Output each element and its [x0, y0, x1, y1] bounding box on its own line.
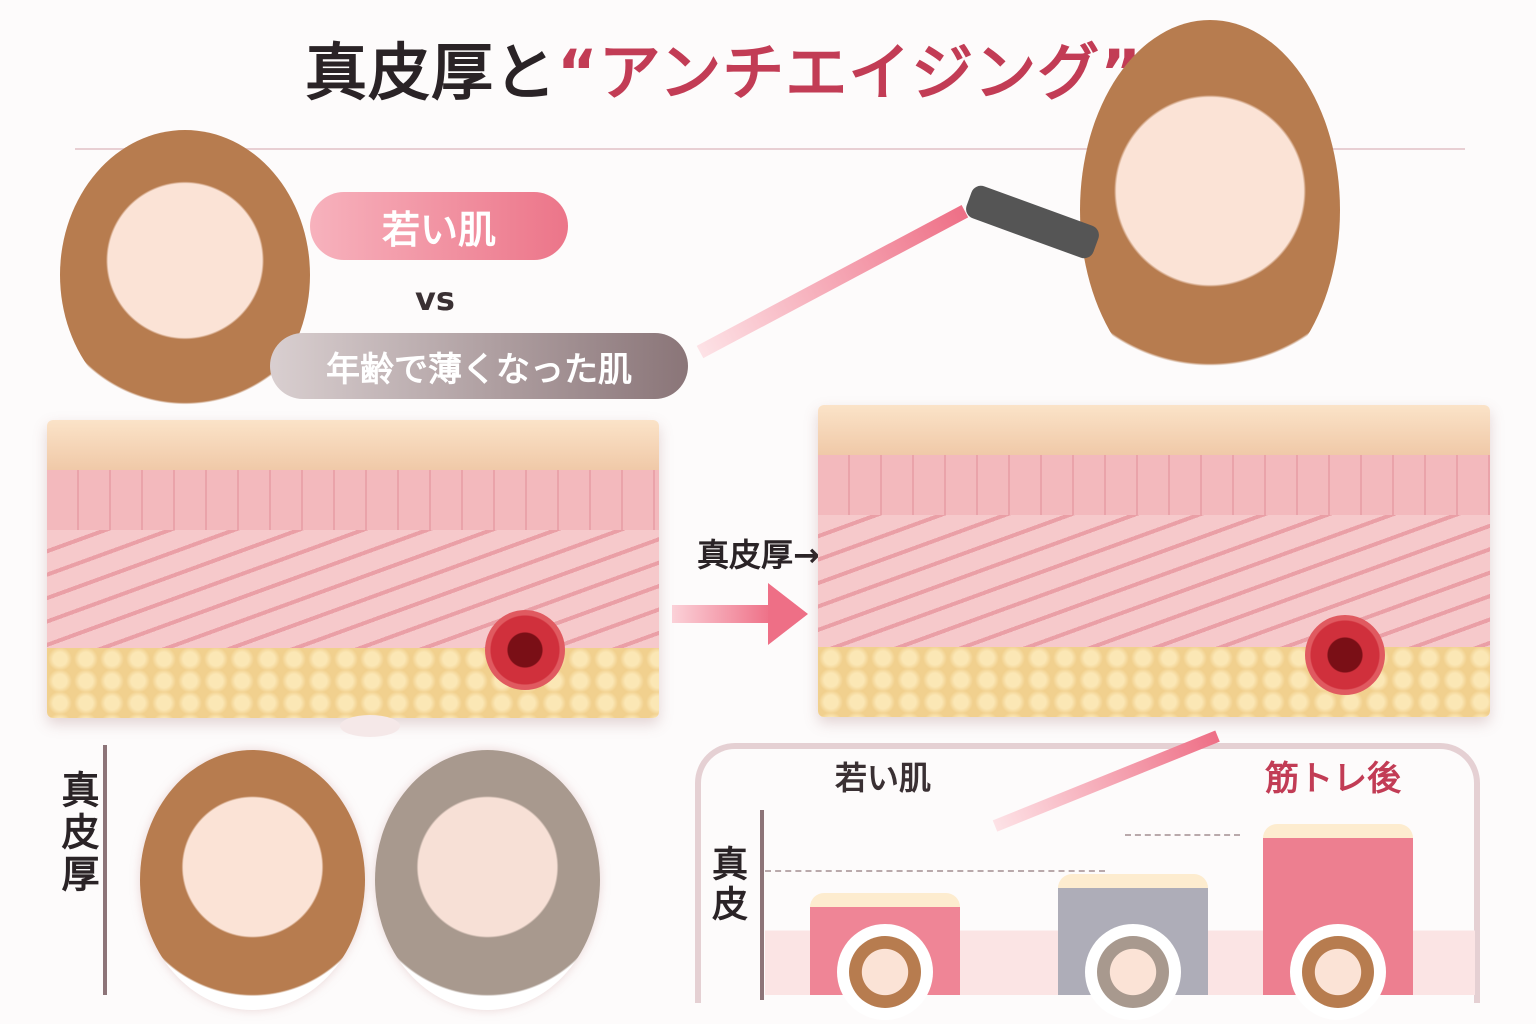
blood-vessel	[1305, 615, 1385, 695]
aged-face-portrait	[375, 750, 600, 1010]
dermis-thickness-pointer: 真皮厚→	[697, 536, 820, 574]
face-icon	[849, 936, 921, 1008]
face-icon	[1097, 936, 1169, 1008]
axis-arrow	[103, 745, 107, 995]
face-after-training	[1290, 924, 1386, 1020]
title-accent: “アンチエイジング”	[557, 36, 1143, 109]
page-title: 真皮厚と“アンチエイジング”	[305, 22, 1142, 112]
dermis-thickness-axis-label: 真皮厚	[55, 770, 99, 896]
young-skin-label: 若い肌	[310, 192, 568, 260]
young-woman-illustration	[60, 130, 310, 420]
aged-skin-label: 年齢で薄くなった肌	[270, 333, 688, 399]
young-annotation: 若い肌	[835, 759, 932, 797]
vs-label: vs	[415, 280, 455, 318]
trained-annotation: 筋トレ後	[1265, 759, 1401, 799]
face-aged	[1085, 924, 1181, 1020]
thick-skin-cross-section	[818, 405, 1490, 717]
upward-arrow	[696, 204, 969, 359]
title-main: 真皮厚と	[305, 36, 558, 109]
right-arrow	[672, 583, 808, 645]
young-face-portrait	[140, 750, 365, 1010]
face-icon	[1302, 936, 1374, 1008]
face-young	[837, 924, 933, 1020]
chart-plot	[765, 805, 1475, 1020]
chart-y-axis	[760, 810, 764, 1000]
chart-frame	[695, 743, 1480, 1003]
blood-vessel	[485, 610, 565, 690]
divider	[75, 148, 1465, 150]
exercising-woman-illustration	[1080, 20, 1340, 400]
thought-bubble	[340, 715, 400, 737]
thin-skin-cross-section	[47, 420, 659, 718]
chart-y-label: 真皮	[706, 845, 747, 925]
